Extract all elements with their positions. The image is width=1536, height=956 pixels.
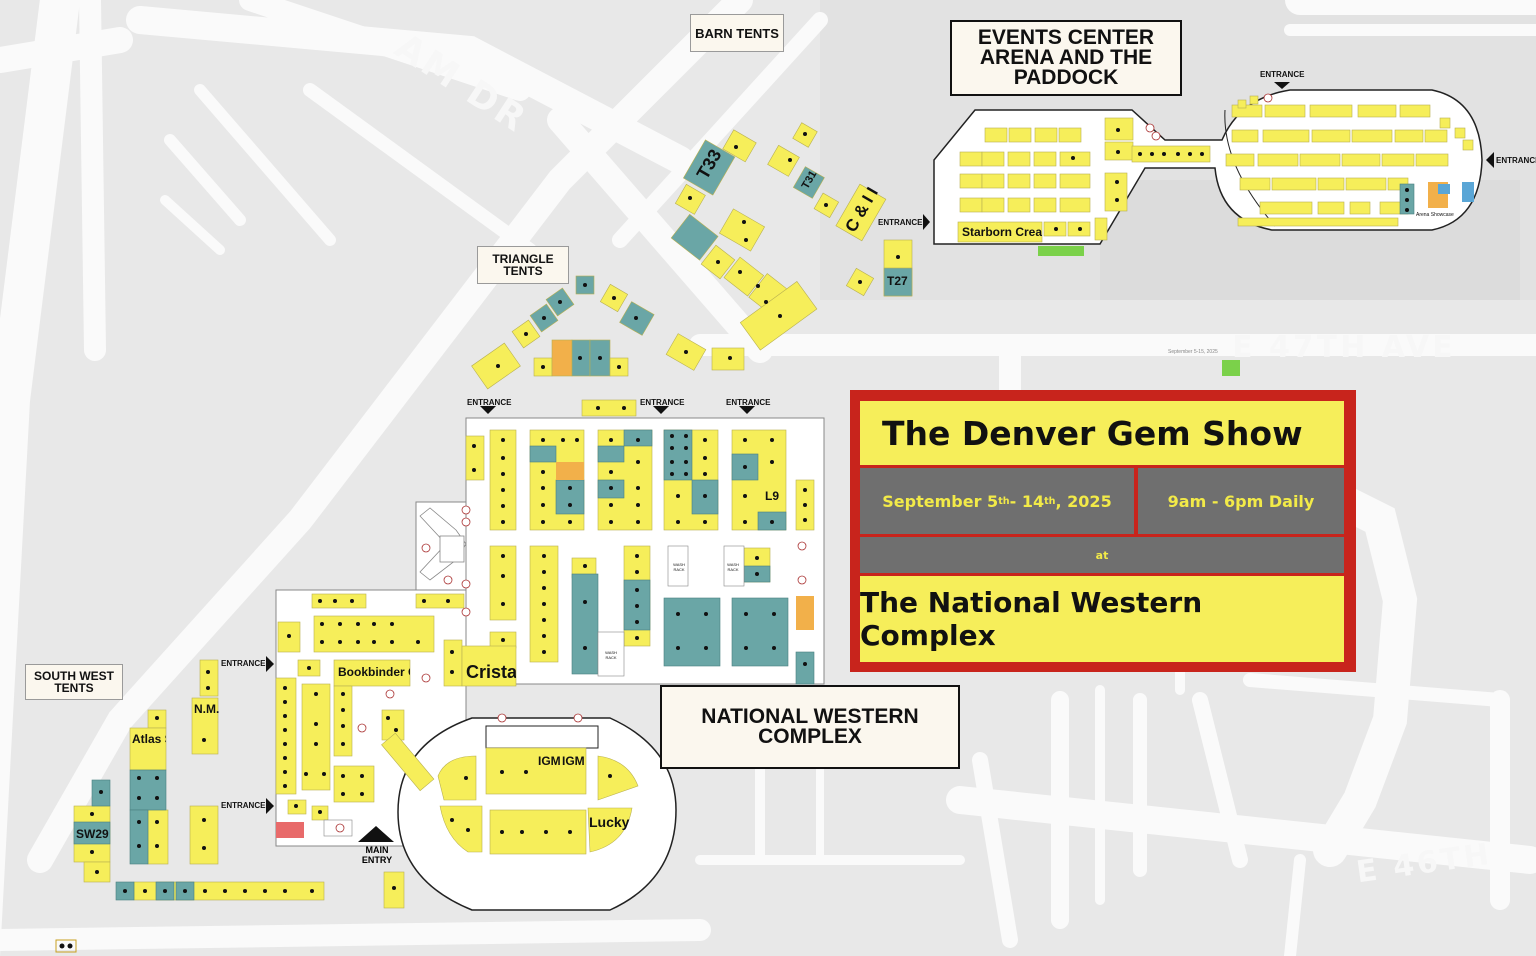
booth-atlas-label: Atlas S [132, 732, 166, 746]
show-title: The Denver Gem Show [860, 401, 1344, 465]
booth-arena-showcase-label: Arena Showcase [1416, 212, 1454, 218]
national-western-label: NATIONAL WESTERN COMPLEX [660, 685, 960, 769]
tiny-date-label: September 5-15, 2025 [1168, 349, 1218, 355]
entrance-label: ENTRANCE [1496, 156, 1536, 165]
entrance-label: ENTRANCE [1260, 70, 1305, 79]
wash-rack-label: WASH RACK [605, 650, 617, 660]
south-west-tents-label: SOUTH WEST TENTS [25, 664, 123, 700]
entrance-label: ENTRANCE [221, 659, 266, 668]
barn-tents-label: BARN TENTS [690, 14, 784, 52]
entrance-label: ENTRANCE [878, 218, 923, 227]
show-hours: 9am - 6pm Daily [1138, 468, 1344, 534]
triangle-tents-label: TRIANGLE TENTS [477, 246, 569, 284]
booth-starborn-label: Starborn Creat [962, 225, 1042, 239]
entrance-label: ENTRANCE [640, 398, 685, 407]
entrance-label: ENTRANCE [467, 398, 512, 407]
wash-rack-label: WASH RACK [673, 562, 685, 572]
booth-nm-label: N.M. [194, 702, 220, 716]
booth-t27-label: T27 [887, 274, 908, 288]
show-at-label: at [860, 537, 1344, 573]
show-venue: The National Western Complex [860, 576, 1344, 662]
booth-sw29-label: SW29 [76, 827, 109, 841]
entrance-label: ENTRANCE [726, 398, 771, 407]
wash-rack-label: WASH RACK [727, 562, 739, 572]
booth-lucky-label: Lucky [589, 814, 630, 830]
entrance-label: ENTRANCE [221, 801, 266, 810]
street-label-47th: E 47TH AVE [1232, 330, 1456, 365]
booth-l9-label: L9 [765, 489, 780, 503]
booth-igm-label-1: IGM [538, 754, 561, 768]
booth-igm-label-2: IGM [562, 754, 585, 768]
booth-bookbinder-label: Bookbinder C [338, 665, 410, 679]
main-entry-label: MAIN ENTRY [361, 845, 393, 865]
booth-crista-label: Crista [466, 662, 516, 682]
events-center-label: EVENTS CENTER ARENA AND THE PADDOCK [950, 20, 1182, 96]
